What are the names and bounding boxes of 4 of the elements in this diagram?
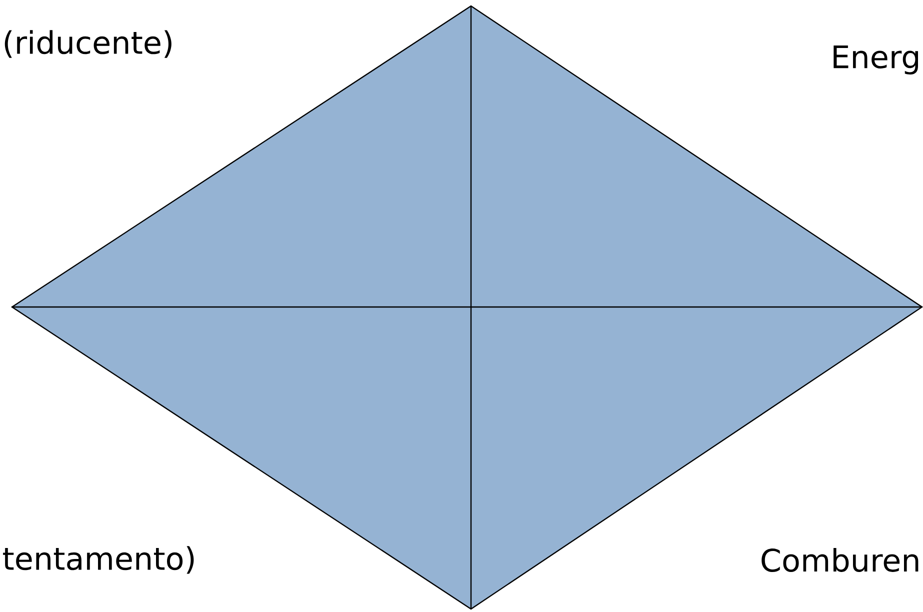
label: (riducente) xyxy=(4,30,172,58)
label: Comburen xyxy=(762,548,918,572)
label: tentamento) xyxy=(3,546,194,574)
label: Energ xyxy=(834,45,918,75)
